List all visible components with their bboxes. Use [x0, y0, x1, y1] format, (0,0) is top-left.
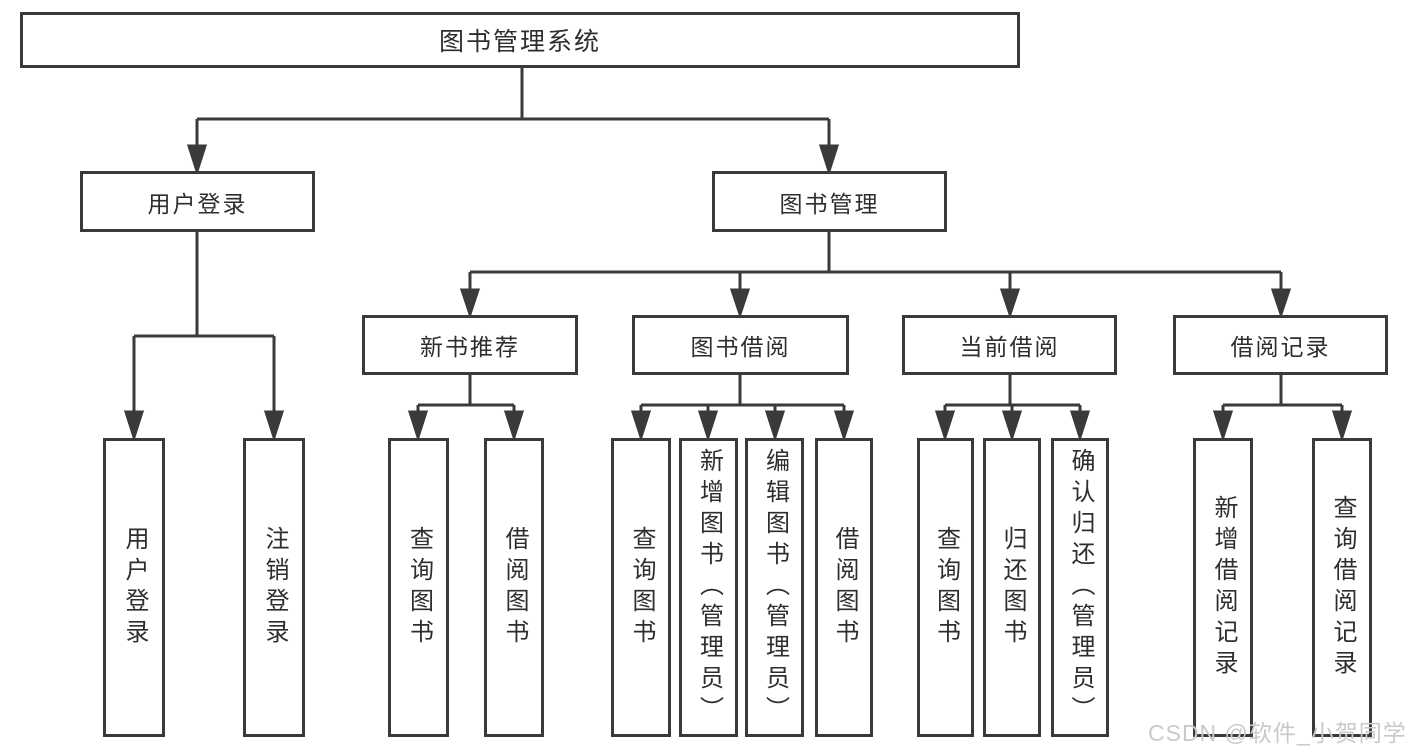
leaf-query-books-1: 查询图书 — [388, 438, 449, 737]
leaf-add-borrow-record-label: 新增借阅记录 — [1210, 494, 1237, 681]
node-book-management-label: 图书管理 — [779, 190, 880, 217]
leaf-add-books-admin: 新增图书（管理员） — [679, 438, 738, 737]
node-book-borrow: 图书借阅 — [632, 315, 849, 375]
edges-book-mgmt-to-level3 — [459, 230, 1292, 319]
leaf-add-borrow-record: 新增借阅记录 — [1193, 438, 1253, 737]
leaf-confirm-return-admin-label: 确认归还（管理员） — [1067, 448, 1094, 727]
node-root-label: 图书管理系统 — [438, 28, 601, 56]
edges-user-login-to-leaves — [123, 230, 285, 442]
leaf-user-login: 用户登录 — [103, 438, 165, 737]
leaf-borrow-books-1-label: 借阅图书 — [501, 525, 528, 650]
leaf-logout: 注销登录 — [243, 438, 305, 737]
leaf-borrow-books-2: 借阅图书 — [815, 438, 873, 737]
edges-current-borrow-to-leaves — [934, 373, 1091, 442]
leaf-edit-books-admin: 编辑图书（管理员） — [745, 438, 804, 737]
leaf-query-borrow-record: 查询借阅记录 — [1312, 438, 1372, 737]
leaf-query-books-2: 查询图书 — [611, 438, 671, 737]
node-user-login: 用户登录 — [80, 171, 315, 232]
node-user-login-label: 用户登录 — [147, 190, 248, 217]
leaf-query-books-2-label: 查询图书 — [628, 525, 655, 650]
node-new-book-recommend: 新书推荐 — [362, 315, 578, 375]
leaf-return-books: 归还图书 — [983, 438, 1041, 737]
leaf-borrow-books-1: 借阅图书 — [484, 438, 544, 737]
leaf-query-borrow-record-label: 查询借阅记录 — [1329, 494, 1356, 681]
node-borrow-records-label: 借阅记录 — [1230, 334, 1331, 360]
node-borrow-records: 借阅记录 — [1173, 315, 1388, 375]
node-book-borrow-label: 图书借阅 — [690, 334, 791, 360]
edges-borrow-records-to-leaves — [1212, 373, 1353, 442]
leaf-borrow-books-2-label: 借阅图书 — [831, 525, 858, 650]
leaf-query-books-3: 查询图书 — [917, 438, 974, 737]
leaf-query-books-3-label: 查询图书 — [932, 525, 960, 650]
leaf-confirm-return-admin: 确认归还（管理员） — [1051, 438, 1109, 737]
node-root: 图书管理系统 — [20, 12, 1020, 68]
edges-root-to-level2 — [186, 66, 840, 176]
node-book-management: 图书管理 — [712, 171, 947, 232]
leaf-logout-label: 注销登录 — [261, 525, 288, 650]
leaf-edit-books-admin-label: 编辑图书（管理员） — [761, 448, 789, 727]
leaf-return-books-label: 归还图书 — [999, 525, 1026, 650]
node-current-borrow-label: 当前借阅 — [959, 334, 1060, 360]
leaf-add-books-admin-label: 新增图书（管理员） — [695, 448, 723, 727]
leaf-user-login-label: 用户登录 — [121, 525, 148, 650]
edges-book-borrow-to-leaves — [630, 373, 855, 442]
edges-new-book-to-leaves — [407, 373, 525, 442]
leaf-query-books-1-label: 查询图书 — [405, 525, 433, 650]
node-current-borrow: 当前借阅 — [902, 315, 1117, 375]
node-new-book-recommend-label: 新书推荐 — [420, 334, 520, 360]
csdn-watermark: CSDN @软件_小贺同学 — [1148, 720, 1405, 746]
